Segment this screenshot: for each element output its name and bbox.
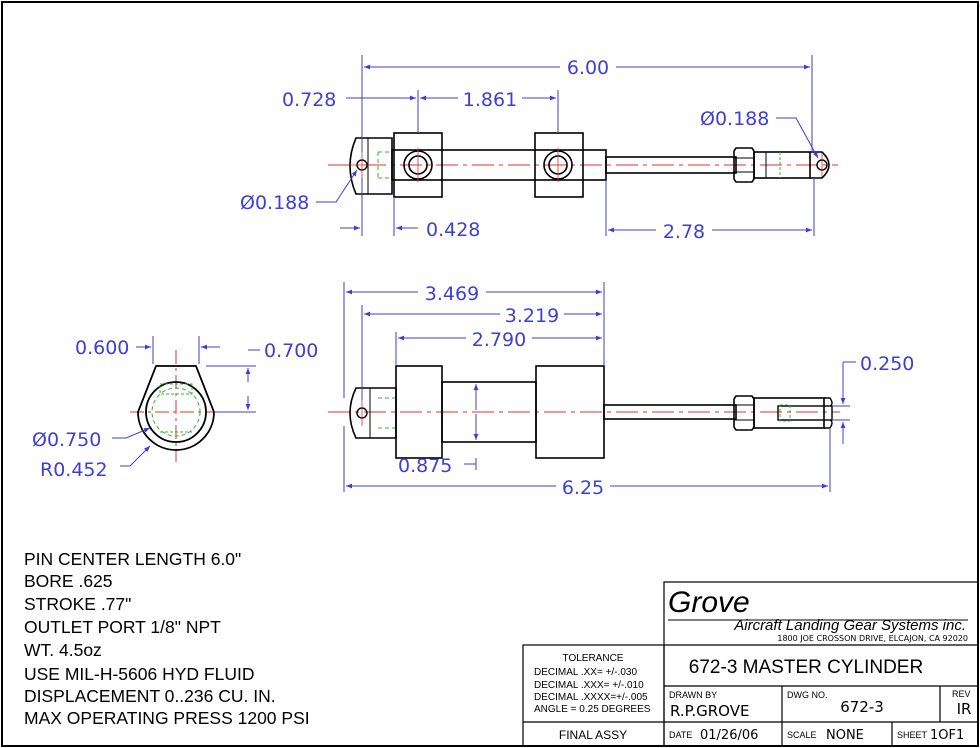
dim-body-height: 0.875	[398, 384, 479, 477]
drawing-title: 672-3 MASTER CYLINDER	[689, 657, 923, 678]
dim-rod-ext: 2.78	[608, 221, 812, 243]
dim-end-height: 0.700	[245, 340, 318, 410]
spec-notes: PIN CENTER LENGTH 6.0" BORE .625 STROKE …	[24, 549, 310, 728]
company-logo: Grove	[668, 586, 750, 619]
note-line: OUTLET PORT 1/8" NPT	[24, 617, 221, 637]
top-view: 6.00 0.728 1.861 Ø0.188 Ø0.188 0.428	[240, 55, 838, 243]
note-line: STROKE .77"	[24, 594, 131, 614]
dim-3219: 3.219	[364, 305, 602, 327]
dwg-no-value: 672-3	[840, 698, 884, 716]
note-line: DISPLACEMENT 0..236 CU. IN.	[24, 686, 276, 706]
dim-eye-to-port: 0.428	[340, 219, 480, 241]
rev-value: IR	[957, 700, 972, 718]
note-line: WT. 4.5oz	[24, 640, 102, 660]
dim-end-radius: R0.452	[40, 445, 151, 481]
dim-text: Ø0.750	[32, 429, 101, 451]
dim-text: R0.452	[40, 459, 108, 481]
rev-label: REV	[952, 689, 971, 699]
scale-value: NONE	[826, 728, 864, 743]
date-label: DATE	[669, 730, 692, 740]
final-assy-label: FINAL ASSY	[559, 728, 627, 742]
note-line: PIN CENTER LENGTH 6.0"	[24, 549, 241, 569]
dim-eye-offset: 0.728	[282, 89, 416, 111]
tolerance-header: TOLERANCE	[563, 653, 624, 664]
scale-label: SCALE	[787, 730, 817, 740]
dim-text: 0.728	[282, 89, 336, 111]
dim-text: 2.78	[663, 221, 705, 243]
dim-port-spacing: 1.861	[420, 89, 556, 111]
dim-text: 6.25	[562, 477, 604, 499]
company-name: Aircraft Landing Gear Systems inc.	[733, 617, 966, 634]
tolerance-line: DECIMAL .XX= +/-.030	[534, 667, 637, 678]
title-block	[522, 581, 979, 747]
drawn-by-label: DRAWN BY	[669, 690, 717, 700]
dim-text: 2.790	[472, 329, 526, 351]
dim-overall-top: 6.00	[364, 57, 810, 79]
tolerance-line: DECIMAL .XXXX=+/-.005	[534, 692, 648, 703]
dim-end-width: 0.600	[75, 337, 220, 359]
dim-text: 1.861	[463, 89, 517, 111]
date-value: 01/26/06	[700, 728, 758, 743]
dim-text: 0.875	[398, 455, 452, 477]
drawn-by-value: R.P.GROVE	[670, 702, 749, 720]
title-block-text: Grove Aircraft Landing Gear Systems inc.…	[534, 586, 971, 743]
dim-text: Ø0.188	[240, 192, 309, 214]
dim-overall-side: 6.25	[346, 477, 828, 499]
tolerance-line: DECIMAL .XXX= +/-.010	[534, 680, 644, 691]
dim-3469: 3.469	[346, 283, 602, 305]
sheet-label: SHEET	[897, 730, 928, 740]
dim-text: 0.428	[426, 219, 480, 241]
dwg-no-label: DWG NO.	[787, 690, 828, 700]
note-line: MAX OPERATING PRESS 1200 PSI	[24, 708, 310, 728]
dim-text: 6.00	[567, 57, 609, 79]
end-view: 0.600 0.700 Ø0.750 R0.452	[32, 336, 318, 481]
dim-text: 0.250	[860, 353, 914, 375]
dim-text: Ø0.188	[700, 108, 769, 130]
dim-text: 3.469	[425, 283, 479, 305]
note-line: USE MIL-H-5606 HYD FLUID	[24, 664, 254, 684]
dim-text: 3.219	[505, 305, 559, 327]
sheet-value: 1OF1	[930, 728, 964, 743]
side-view: 3.469 3.219 2.790 0.875 0.250	[328, 282, 914, 499]
company-address: 1800 JOE CROSSON DRIVE, ELCAJON, CA 9202…	[777, 634, 968, 643]
dim-rod-pin-dia: Ø0.188	[700, 108, 819, 159]
note-line: BORE .625	[24, 571, 113, 591]
dim-eye-pin-dia: Ø0.188	[240, 169, 358, 214]
dim-text: 0.700	[264, 340, 318, 362]
dim-clevis-slot: 0.250	[840, 353, 914, 444]
dim-bore-dia: Ø0.750	[32, 427, 151, 451]
dim-text: 0.600	[75, 337, 129, 359]
tolerance-line: ANGLE = 0.25 DEGREES	[534, 704, 651, 715]
dim-2790: 2.790	[398, 329, 602, 351]
